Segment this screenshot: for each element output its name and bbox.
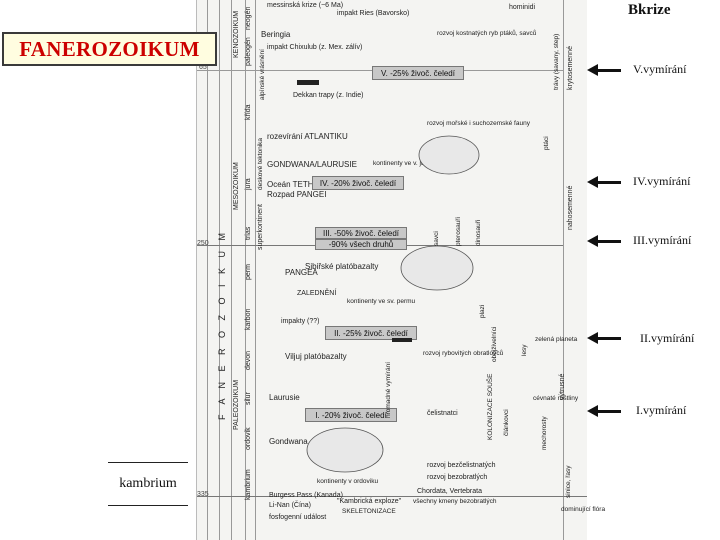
globe-jurassic: [419, 136, 479, 174]
bio-chordata: Chordata, Vertebrata: [417, 488, 482, 495]
kambrium-label: kambrium: [108, 462, 188, 506]
bio-hominids: hominidi: [509, 4, 535, 11]
bio-fish-vertebrates: rozvoj rybovitých obratlovců: [423, 350, 503, 357]
bio-birds: ptáci: [543, 136, 550, 150]
scanned-timeline-diagram: 65 250 335 KENOZOIKUM MESOZOIKUM PALEOZO…: [196, 0, 587, 540]
crisis-ii-marker: [392, 338, 412, 342]
label-extinction-5: V.vymírání: [633, 62, 686, 77]
bio-grasses: trávy (savany, step): [553, 34, 560, 90]
bio-angiosperms: krytosemenné: [567, 46, 574, 90]
bio-jawed: čelistnatci: [427, 410, 458, 417]
bio-cyanobacteria: sinice, řasy: [565, 465, 572, 498]
bio-fauna: rozvoj mořské i suchozemské fauny: [427, 120, 530, 127]
bio-mammals: savci: [433, 231, 440, 246]
bio-reptiles: plazi: [479, 305, 486, 318]
bio-land-colonization: KOLONIZACE SOUŠE: [487, 374, 494, 440]
bio-agnathans: rozvoj bezčelistnatých: [427, 462, 495, 469]
label-extinction-4: IV.vymírání: [633, 174, 690, 189]
bio-gymnosperms: nahosemenné: [567, 186, 574, 230]
bio-green-planet: zelená planeta: [535, 336, 577, 343]
label-extinction-2: II.vymírání: [640, 331, 694, 346]
bio-pterosaurs: pterosauři: [455, 217, 462, 246]
page-title: FANEROZOIKUM: [2, 32, 217, 66]
globe-ordovician: [307, 428, 383, 472]
arrow-extinction-5: [597, 69, 621, 72]
bio-spore-plants: výtrusné: [559, 374, 566, 400]
bio-arthropods: článkovci: [503, 409, 510, 436]
heading-bkrize: Bkrize: [628, 2, 671, 19]
bio-mosses: mechorosty: [541, 416, 548, 450]
bio-dominant-flora: dominující flóra: [561, 506, 605, 513]
arrow-extinction-3: [597, 240, 621, 243]
label-extinction-3: III.vymírání: [633, 233, 691, 248]
globe-sketches: [197, 0, 587, 540]
arrow-extinction-2: [597, 337, 621, 340]
crisis-v-marker: [297, 80, 319, 85]
bio-all-phyla: všechny kmeny bezobratlých: [413, 498, 496, 505]
bio-invertebrates: rozvoj bezobratlých: [427, 474, 487, 481]
globe-permian: [401, 246, 473, 290]
arrow-extinction-4: [597, 181, 621, 184]
label-extinction-1: I.vymírání: [636, 403, 686, 418]
bio-fish-birds-mammals: rozvoj kostnatých ryb ptáků, savců: [437, 30, 536, 37]
bio-forests: lesy: [521, 344, 528, 356]
bio-dinosaurs: dinosauři: [475, 220, 482, 246]
arrow-extinction-1: [597, 410, 621, 413]
bio-mass-extinction: hromadné vymírání: [385, 362, 392, 418]
bio-vascular-plants: cévnaté rostliny: [533, 395, 578, 402]
